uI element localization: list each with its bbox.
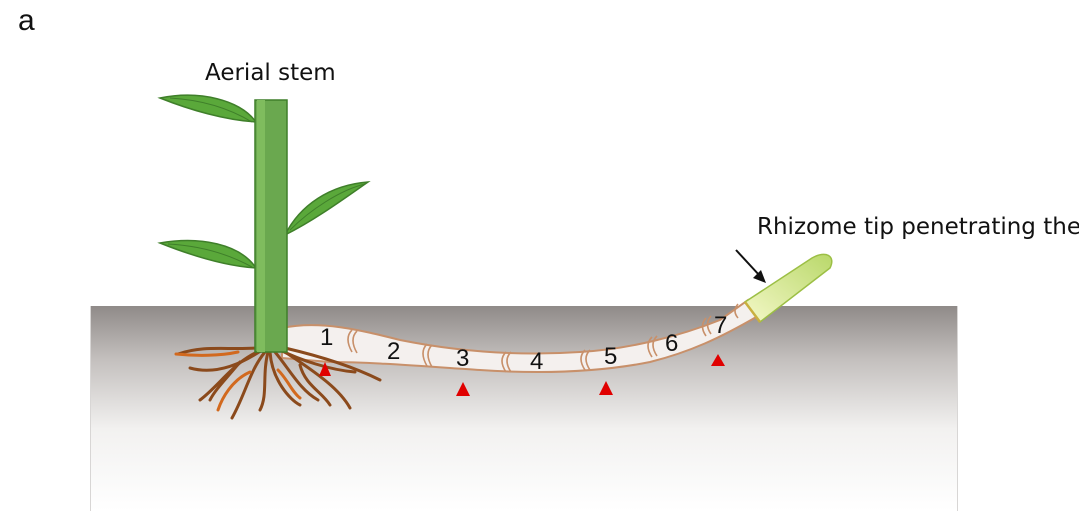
internode-1: 1 <box>320 324 333 351</box>
internode-6: 6 <box>665 330 678 357</box>
pointer-arrow <box>736 250 766 283</box>
soil <box>90 306 958 511</box>
internode-7: 7 <box>714 312 727 339</box>
internode-3: 3 <box>456 345 469 372</box>
internode-2: 2 <box>387 338 400 365</box>
internode-4: 4 <box>530 348 543 375</box>
leaf-upper-left <box>160 95 256 122</box>
leaf-right <box>285 182 368 235</box>
internode-5: 5 <box>604 343 617 370</box>
